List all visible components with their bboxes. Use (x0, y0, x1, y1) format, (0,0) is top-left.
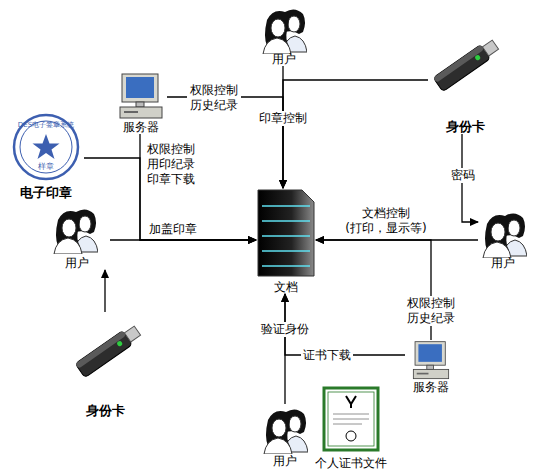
id-card-icon (433, 38, 500, 92)
document-icon (258, 190, 314, 276)
edge-label: 印章控制 (257, 111, 309, 126)
icon-node: 用户 (260, 404, 310, 468)
edge-label: 证书下载 (301, 348, 353, 363)
icon-caption: 文档 (274, 280, 298, 294)
edge-label: 验证身份 (259, 322, 311, 337)
icon-caption: 用户 (273, 454, 297, 468)
icon-caption: 用户 (272, 52, 296, 66)
certificate-emblem (346, 396, 356, 408)
flow-arrow (104, 270, 105, 312)
certificate-text-lines (333, 414, 369, 424)
edge-label: 文档控制 (打印，显示等) (340, 206, 432, 236)
document-lines (262, 206, 310, 266)
icon-caption: 用户 (65, 256, 89, 270)
certificate-seal (346, 431, 356, 441)
icon-node: 文档 (256, 188, 316, 294)
edge-label: 权限控制 用印纪录 印章下载 (144, 142, 198, 187)
edge-label: 加盖印章 (146, 222, 200, 237)
icon-node: 用户 (478, 208, 528, 270)
user-icon (54, 209, 98, 254)
icon-node: 身份卡 (428, 38, 502, 134)
icon-caption: 用户 (491, 256, 515, 270)
document-body (258, 190, 314, 276)
seal-icon (14, 115, 78, 179)
icon-caption: 服务器 (413, 380, 449, 394)
icon-node: 服务器 (405, 340, 457, 394)
seal-star (33, 134, 60, 159)
flow-arrow (283, 80, 428, 188)
edge-label: 权限控制 历史纪录 (404, 296, 458, 326)
icon-caption: 身份卡 (86, 404, 125, 418)
certificate-inner (328, 392, 374, 446)
flow-arrow (110, 239, 256, 240)
seal-text: DES电子签章系统 (16, 121, 76, 130)
flow-arrow (140, 134, 256, 240)
user-icon (263, 9, 307, 54)
icon-node: 服务器 (115, 72, 167, 134)
seal-text: 样章 (30, 162, 62, 172)
icon-caption: 个人证书文件 (315, 456, 387, 470)
icon-caption: 电子印章 (20, 186, 72, 200)
server-icon (413, 342, 448, 379)
icon-caption: 身份卡 (446, 120, 485, 134)
icon-node: 个人证书文件 (308, 386, 394, 470)
user-icon (264, 409, 308, 454)
user-icon (483, 213, 527, 258)
icon-caption: 服务器 (123, 120, 159, 134)
flow-arrow (284, 294, 285, 404)
edge-label: 权限控制 历史纪录 (187, 83, 241, 113)
server-icon (120, 74, 162, 118)
icon-node: 身份卡 (68, 312, 142, 418)
icon-node: 用户 (44, 204, 110, 270)
certificate-frame (324, 388, 378, 450)
id-card-icon (75, 324, 142, 378)
certificate-icon (324, 388, 378, 450)
icon-node: 用户 (262, 4, 306, 66)
edge-label: 密码 (449, 168, 477, 183)
seal-ring (14, 115, 78, 179)
